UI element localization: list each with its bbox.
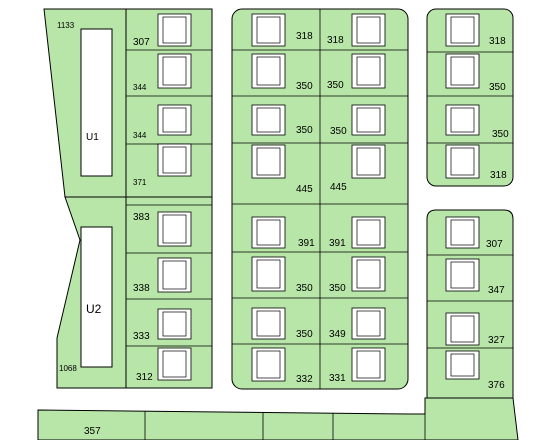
right-top-houses	[445, 13, 480, 179]
garage-outline	[162, 260, 187, 290]
garage-outline	[450, 315, 475, 343]
area-349: 349	[329, 329, 346, 340]
column-houses	[157, 13, 192, 381]
area-c350-b: 350	[492, 129, 509, 140]
area-1133: 1133	[57, 21, 75, 30]
garage-outline	[356, 310, 381, 337]
garage-outline	[450, 56, 475, 86]
garage-outline	[356, 147, 381, 176]
middle-houses	[251, 13, 386, 382]
right-bottom-block: 307 347 327 376	[426, 209, 514, 399]
area-318-a: 318	[296, 31, 313, 42]
area-371: 371	[133, 178, 147, 187]
garage-outline	[450, 107, 475, 133]
area-d327: 327	[488, 335, 505, 346]
garage-outline	[356, 259, 381, 289]
plot-357[interactable]	[37, 397, 519, 440]
area-d376: 376	[488, 380, 505, 391]
unit-u2-label: U2	[86, 302, 102, 316]
bottom-strip: 357	[37, 397, 519, 440]
garage-outline	[256, 147, 281, 176]
right-top-block: 318 350 350 318	[426, 8, 514, 187]
right-bottom-houses	[445, 216, 480, 380]
unit-u2[interactable]	[80, 226, 113, 368]
garage-outline	[162, 350, 187, 378]
area-445-a: 445	[296, 184, 313, 195]
area-333: 333	[133, 331, 150, 342]
area-c350-a: 350	[489, 82, 506, 93]
area-307: 307	[133, 37, 150, 48]
area-332: 332	[296, 374, 313, 385]
area-391-b: 391	[329, 238, 346, 249]
area-318-b: 318	[327, 35, 344, 46]
garage-outline	[356, 107, 381, 133]
area-d307: 307	[486, 239, 503, 250]
area-350-e: 350	[296, 283, 313, 294]
area-1068: 1068	[59, 364, 77, 373]
garage-outline	[162, 56, 187, 86]
area-350-c: 350	[296, 125, 313, 136]
area-350-b: 350	[327, 80, 344, 91]
plot-right-top[interactable]	[426, 8, 514, 187]
area-445-b: 445	[330, 182, 347, 193]
area-344-a: 344	[133, 83, 147, 92]
garage-outline	[356, 219, 381, 246]
area-357: 357	[84, 426, 101, 437]
garage-outline	[450, 147, 475, 176]
garage-outline	[256, 259, 281, 289]
area-383: 383	[133, 212, 150, 223]
middle-block: 318 318 350 350 350 350 445 445 391 391 …	[231, 8, 409, 390]
area-338: 338	[133, 283, 150, 294]
garage-outline	[356, 56, 381, 86]
garage-outline	[256, 310, 281, 337]
garage-outline	[162, 16, 187, 44]
area-350-a: 350	[296, 81, 313, 92]
area-d347: 347	[488, 285, 505, 296]
garage-outline	[256, 219, 281, 246]
garage-outline	[162, 146, 187, 174]
unit-u1-label: U1	[86, 132, 99, 143]
area-344-b: 344	[133, 131, 147, 140]
area-391-a: 391	[298, 238, 315, 249]
area-350-d: 350	[330, 126, 347, 137]
area-c318-a: 318	[489, 36, 506, 47]
garage-outline	[356, 350, 381, 379]
garage-outline	[450, 219, 475, 246]
garage-outline	[356, 16, 381, 44]
area-312: 312	[136, 372, 153, 383]
garage-outline	[256, 350, 281, 379]
garage-outline	[162, 214, 187, 244]
garage-outline	[450, 261, 475, 289]
garage-outline	[162, 311, 187, 337]
area-331: 331	[329, 373, 346, 384]
garage-outline	[450, 353, 475, 377]
area-c318-b: 318	[490, 170, 507, 181]
garage-outline	[256, 16, 281, 44]
unit-u1[interactable]	[80, 28, 113, 177]
area-350-f: 350	[329, 283, 346, 294]
garage-outline	[256, 107, 281, 133]
garage-outline	[162, 107, 187, 133]
garage-outline	[256, 56, 281, 86]
area-350-g: 350	[296, 329, 313, 340]
left-block: U1 U2 1133 1068 307 344 344 371 383 338 …	[43, 8, 213, 389]
garage-outline	[450, 16, 475, 44]
